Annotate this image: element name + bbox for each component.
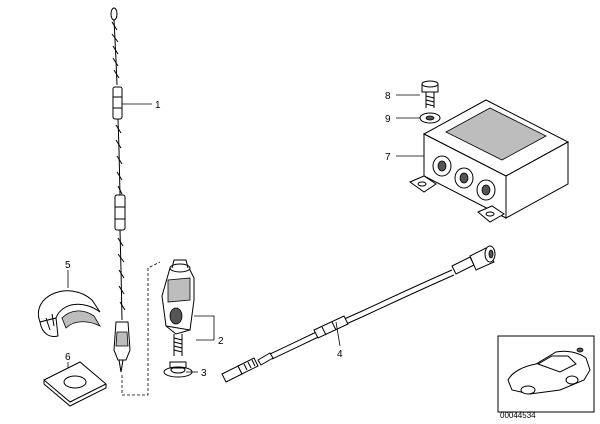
alignment-line [121,261,161,396]
leader-lines [67,94,424,373]
rod-antenna [110,7,131,373]
callout-3: 3 [201,368,207,379]
callout-5: 5 [65,260,71,271]
control-box [408,99,570,223]
callout-1: 1 [155,100,161,111]
callout-8: 8 [385,91,391,102]
clip-ring [37,290,102,337]
square-pad [43,361,107,407]
callout-7: 7 [385,152,391,163]
reference-code: 00044534 [500,411,536,420]
callout-9: 9 [385,114,391,125]
nut-and-washer [163,361,193,378]
car-icon [507,347,591,395]
bolt [421,80,439,108]
callout-4: 4 [337,349,343,360]
callout-2: 2 [218,336,224,347]
callout-6: 6 [65,352,71,363]
antenna-base [161,259,195,356]
antenna-cable [221,245,496,383]
washer [419,112,441,124]
vehicle-thumbnail: 00044534 [497,335,595,420]
